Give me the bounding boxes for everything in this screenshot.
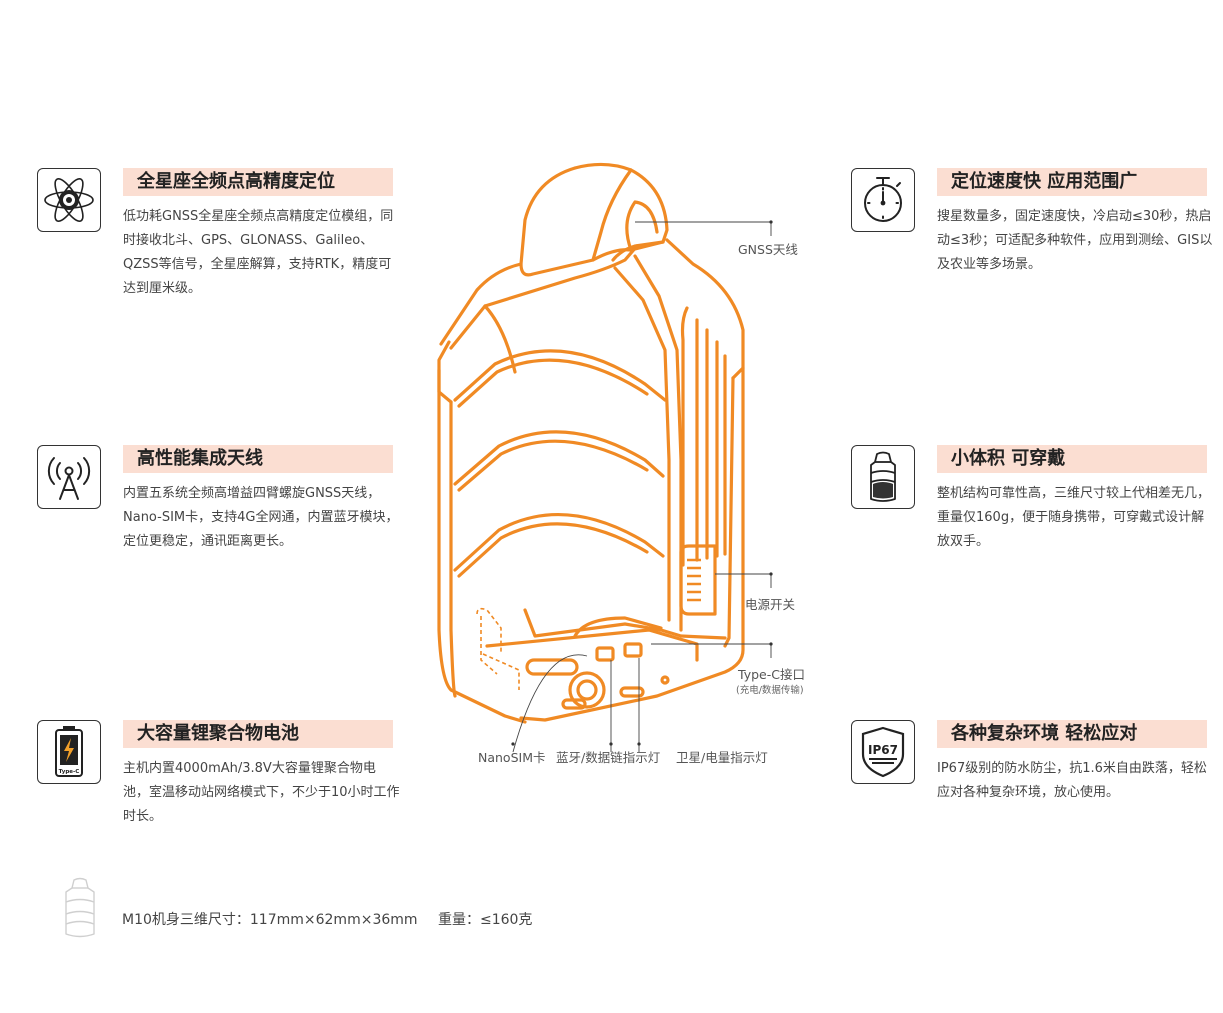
gnss-antenna-callout: GNSS天线 <box>738 242 798 257</box>
feature-title: 大容量锂聚合物电池 <box>123 720 393 748</box>
typec-port-callout: Type-C接口 <box>738 667 805 682</box>
stopwatch-icon <box>851 168 915 232</box>
feature-title: 定位速度快 应用范围广 <box>937 168 1207 196</box>
feature-description: 搜星数量多，固定速度快，冷启动≤30秒，热启动≤3秒；可适配多种软件，应用到测绘… <box>937 209 1213 272</box>
feature-title: 小体积 可穿戴 <box>937 445 1207 473</box>
feature-description: 低功耗GNSS全星座全频点高精度定位模组，同时接收北斗、GPS、GLONASS、… <box>123 209 394 296</box>
feature-antenna: 高性能集成天线 内置五系统全频高增益四臂螺旋GNSS天线，Nano-SIM卡，支… <box>37 445 398 585</box>
feature-battery: Type-C 大容量锂聚合物电池 主机内置4000mAh/3.8V大容量锂聚合物… <box>37 720 400 860</box>
feature-ip67: IP67 各种复杂环境 轻松应对 IP67级别的防水防尘，抗1.6米自由跌落，轻… <box>851 720 1211 860</box>
battery-icon: Type-C <box>37 720 101 784</box>
ip67-label: IP67 <box>868 743 898 757</box>
bluetooth-led-callout: 蓝牙/数据链指示灯 <box>556 750 661 765</box>
satellite-led-callout: 卫星/电量指示灯 <box>676 750 768 765</box>
feature-full-constellation: 全星座全频点高精度定位 低功耗GNSS全星座全频点高精度定位模组，同时接收北斗、… <box>37 168 397 308</box>
nanosim-callout: NanoSIM卡 <box>478 750 546 765</box>
antenna-icon <box>37 445 101 509</box>
typec-port-subtitle: (充电/数据传输) <box>736 685 804 696</box>
weight-spec: 重量：≤160克 <box>437 912 533 928</box>
feature-title: 各种复杂环境 轻松应对 <box>937 720 1207 748</box>
power-switch-callout: 电源开关 <box>745 597 796 612</box>
feature-wearable: 小体积 可穿戴 整机结构可靠性高，三维尺寸较上代相差无几，重量仅160g，便于随… <box>851 445 1211 585</box>
device-thumbnail-icon <box>65 877 95 938</box>
feature-description: IP67级别的防水防尘，抗1.6米自由跌落，轻松应对各种复杂环境，放心使用。 <box>937 761 1207 800</box>
footer-specs: M10机身三维尺寸：117mm×62mm×36mm 重量：≤160克 <box>122 909 548 929</box>
feature-description: 整机结构可靠性高，三维尺寸较上代相差无几，重量仅160g，便于随身携带，可穿戴式… <box>937 486 1211 549</box>
feature-title: 全星座全频点高精度定位 <box>123 168 393 196</box>
dimensions-spec: M10机身三维尺寸：117mm×62mm×36mm <box>122 912 418 928</box>
device-illustration <box>437 162 773 753</box>
ip67-shield-icon: IP67 <box>851 720 915 784</box>
feature-description: 主机内置4000mAh/3.8V大容量锂聚合物电池，室温移动站网络模式下，不少于… <box>123 761 400 824</box>
type-c-label: Type-C <box>59 769 80 775</box>
device-icon <box>851 445 915 509</box>
feature-fast-positioning: 定位速度快 应用范围广 搜星数量多，固定速度快，冷启动≤30秒，热启动≤3秒；可… <box>851 168 1212 308</box>
feature-description: 内置五系统全频高增益四臂螺旋GNSS天线，Nano-SIM卡，支持4G全网通，内… <box>123 486 399 549</box>
atom-icon <box>37 168 101 232</box>
feature-title: 高性能集成天线 <box>123 445 393 473</box>
